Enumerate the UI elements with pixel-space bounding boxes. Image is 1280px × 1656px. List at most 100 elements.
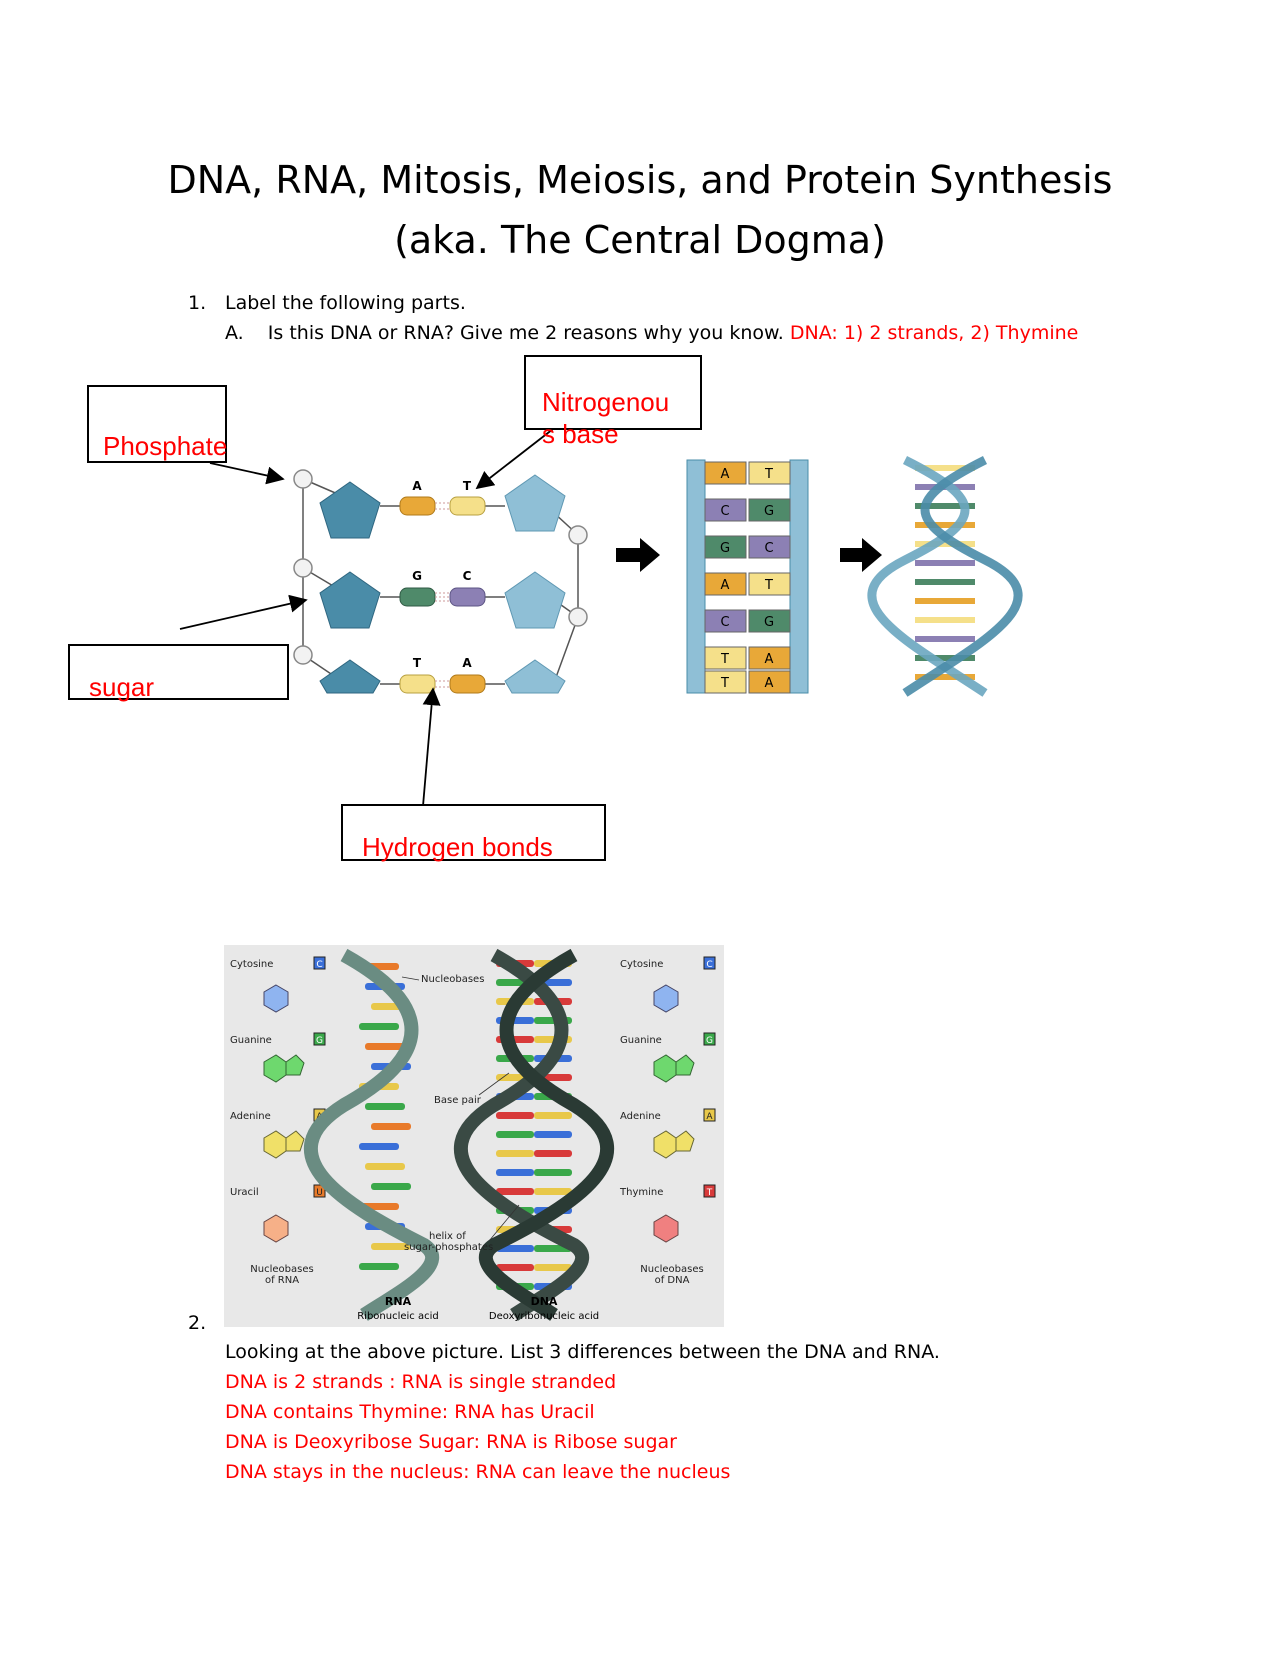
rna-base bbox=[359, 1143, 399, 1150]
ladder-base-left bbox=[704, 646, 747, 670]
dna-base bbox=[496, 1131, 534, 1138]
rna-helix bbox=[303, 948, 440, 1321]
ladder-base-letter: A bbox=[765, 676, 774, 691]
svg-text:Nucleobases: Nucleobases bbox=[250, 1264, 313, 1275]
sugar-pentagons-left bbox=[319, 481, 381, 694]
phosphate-label: Phosphate bbox=[103, 431, 228, 461]
right-arrow-icon bbox=[616, 538, 660, 572]
svg-text:Adenine: Adenine bbox=[620, 1111, 661, 1122]
ladder-base-left bbox=[704, 498, 747, 522]
nitrogenous-base-label-box[interactable] bbox=[524, 355, 702, 430]
helix-rung bbox=[915, 636, 975, 642]
ladder-base-right bbox=[748, 498, 791, 522]
helix-rung bbox=[915, 598, 975, 604]
helix-rung bbox=[915, 465, 975, 471]
dna-base bbox=[534, 1150, 572, 1157]
ladder-base-letter: A bbox=[721, 578, 730, 593]
rna-base bbox=[359, 1023, 399, 1030]
ladder-base-letter: G bbox=[764, 504, 774, 519]
nitrogenous-base-label-line1: Nitrogenou bbox=[542, 387, 670, 417]
svg-text:C: C bbox=[316, 960, 322, 970]
rna-title: RNA bbox=[385, 1295, 412, 1308]
phosphate-circle bbox=[568, 525, 588, 545]
dna-base bbox=[534, 1169, 572, 1176]
q1-number: 1. bbox=[188, 292, 207, 314]
right-arrow-icon bbox=[840, 538, 882, 572]
svg-text:Uracil: Uracil bbox=[230, 1187, 259, 1198]
ladder-base-letter: A bbox=[721, 467, 730, 482]
dna-base bbox=[534, 1264, 572, 1271]
base-pair-3: T A bbox=[380, 656, 505, 694]
ladder-base-letter: C bbox=[720, 615, 729, 630]
ladder-base-letter: T bbox=[720, 676, 729, 691]
ladder-base-right bbox=[748, 609, 791, 633]
dna-base bbox=[496, 1188, 534, 1195]
dna-title: DNA bbox=[531, 1295, 558, 1308]
q2-number: 2. bbox=[188, 1312, 207, 1334]
base-pair-1: A T bbox=[380, 479, 505, 516]
svg-text:helix of: helix of bbox=[429, 1231, 466, 1242]
rna-base bbox=[359, 1263, 399, 1270]
phosphate-circle bbox=[293, 645, 313, 665]
helix-rung bbox=[915, 617, 975, 623]
sugar-pentagons-right bbox=[504, 474, 566, 694]
ladder-base-left bbox=[704, 461, 747, 485]
rna-base bbox=[365, 1103, 405, 1110]
helix-rung bbox=[915, 541, 975, 547]
ladder-base-left bbox=[704, 535, 747, 559]
ladder-base-letter: T bbox=[764, 467, 773, 482]
q1a-letter: A. bbox=[225, 322, 244, 344]
helix-rung bbox=[915, 560, 975, 566]
rna-base bbox=[371, 1123, 411, 1130]
base-guanine bbox=[399, 587, 436, 607]
base-adenine bbox=[449, 674, 486, 694]
dna-base bbox=[496, 1264, 534, 1271]
nitrogenous-base-label-line2: s base bbox=[542, 419, 619, 449]
rna-dna-comparison-figure: Cytosine C Guanine G Adenine A Uracil U … bbox=[224, 945, 724, 1327]
svg-text:C: C bbox=[706, 960, 712, 970]
helix-rung bbox=[915, 579, 975, 585]
svg-text:Cytosine: Cytosine bbox=[230, 959, 273, 970]
sugar-arrow bbox=[179, 594, 308, 630]
hydrogen-bonds-label-box[interactable] bbox=[341, 804, 606, 861]
phosphate-arrow bbox=[209, 462, 285, 485]
sugar-label-box[interactable] bbox=[68, 644, 289, 700]
ladder-base-right bbox=[748, 670, 791, 694]
base-letter: T bbox=[463, 479, 472, 493]
ladder-base-letter: G bbox=[720, 541, 730, 556]
svg-text:Nucleobases: Nucleobases bbox=[421, 974, 484, 985]
rna-subtitle: Ribonucleic acid bbox=[357, 1311, 439, 1322]
dna-base bbox=[496, 1169, 534, 1176]
base-thymine bbox=[399, 674, 436, 694]
phosphate-circle bbox=[293, 558, 313, 578]
dna-base bbox=[534, 1188, 572, 1195]
svg-text:Base pair: Base pair bbox=[434, 1095, 482, 1106]
svg-text:U: U bbox=[316, 1188, 323, 1198]
helix-rung bbox=[915, 655, 975, 661]
rna-base bbox=[365, 1163, 405, 1170]
svg-text:Thymine: Thymine bbox=[619, 1187, 663, 1198]
q1a-line: A. Is this DNA or RNA? Give me 2 reasons… bbox=[225, 318, 1078, 348]
phosphate-label-box[interactable] bbox=[87, 385, 227, 463]
dna-base bbox=[496, 1112, 534, 1119]
ladder-base-right bbox=[748, 646, 791, 670]
rna-nucleobase-column: Cytosine C Guanine G Adenine A Uracil U … bbox=[230, 956, 326, 1286]
dna-base bbox=[534, 1131, 572, 1138]
svg-text:Nucleobases: Nucleobases bbox=[640, 1264, 703, 1275]
ladder-base-letter: A bbox=[765, 652, 774, 667]
svg-text:of DNA: of DNA bbox=[655, 1275, 690, 1286]
dna-nucleobase-column: Cytosine C Guanine G Adenine A Thymine T… bbox=[619, 956, 716, 1286]
sugar-pentagon bbox=[319, 659, 381, 694]
base-adenine bbox=[399, 496, 436, 516]
helix-rung bbox=[915, 674, 975, 680]
ladder-base-letter: C bbox=[764, 541, 773, 556]
q2-text: Looking at the above picture. List 3 dif… bbox=[225, 1341, 940, 1363]
base-letter: C bbox=[463, 569, 472, 583]
helix-rung bbox=[915, 503, 975, 509]
sugar-pentagon bbox=[319, 571, 381, 629]
q2-answer-2: DNA contains Thymine: RNA has Uracil bbox=[225, 1401, 595, 1423]
base-cytosine bbox=[449, 587, 486, 607]
q2-answer-4: DNA stays in the nucleus: RNA can leave … bbox=[225, 1461, 731, 1483]
